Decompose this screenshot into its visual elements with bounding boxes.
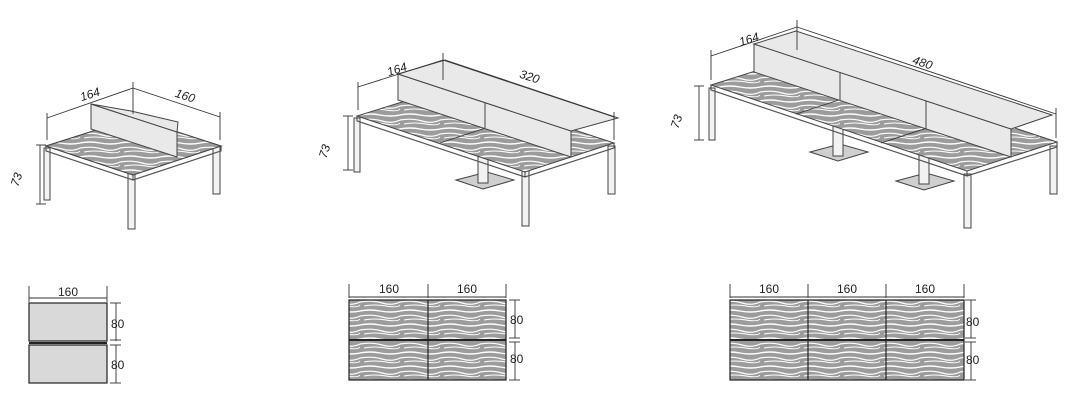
plan-2-row-2-label: 80 [510, 352, 524, 366]
plan-1-row-1-label: 80 [111, 317, 125, 331]
desk-1-height-label: 73 [8, 171, 26, 188]
plan-3-row-1-label: 80 [966, 315, 980, 329]
plan-3-column-2-label: 160 [837, 282, 857, 296]
plan-2-top-view: 160 160 80 80 [348, 282, 524, 381]
desk-2-height-label: 73 [316, 142, 334, 159]
desk-3-width-label: 164 [737, 30, 761, 50]
plan-1-top-view: 160 80 80 [28, 285, 125, 384]
plan-3-top-view: 160 160 160 80 80 [729, 282, 980, 381]
plan-2-row-1-label: 80 [510, 313, 524, 327]
plan-3-column-3-label: 160 [915, 282, 935, 296]
desk-2-isometric: 164 320 73 [316, 53, 620, 227]
desk-1-length-label: 160 [173, 86, 197, 106]
desk-2-width-label: 164 [385, 60, 409, 80]
plan-1-column-1-label: 160 [58, 285, 78, 299]
desk-2-length-label: 320 [518, 67, 542, 87]
plan-1-panel [28, 344, 108, 384]
plan-2-column-1-label: 160 [379, 282, 399, 296]
desk-1-width-label: 164 [78, 85, 102, 105]
desk-3-length-label: 480 [911, 53, 935, 73]
plan-2-column-2-label: 160 [457, 282, 477, 296]
desk-3-isometric: 164 480 73 [668, 20, 1059, 229]
desk-1-isometric: 164 160 73 [8, 82, 223, 230]
plan-1-panel [28, 302, 108, 342]
plan-1-row-2-label: 80 [111, 358, 125, 372]
plan-3-column-1-label: 160 [759, 282, 779, 296]
desk-3-height-label: 73 [668, 113, 686, 130]
plan-3-row-2-label: 80 [966, 353, 980, 367]
